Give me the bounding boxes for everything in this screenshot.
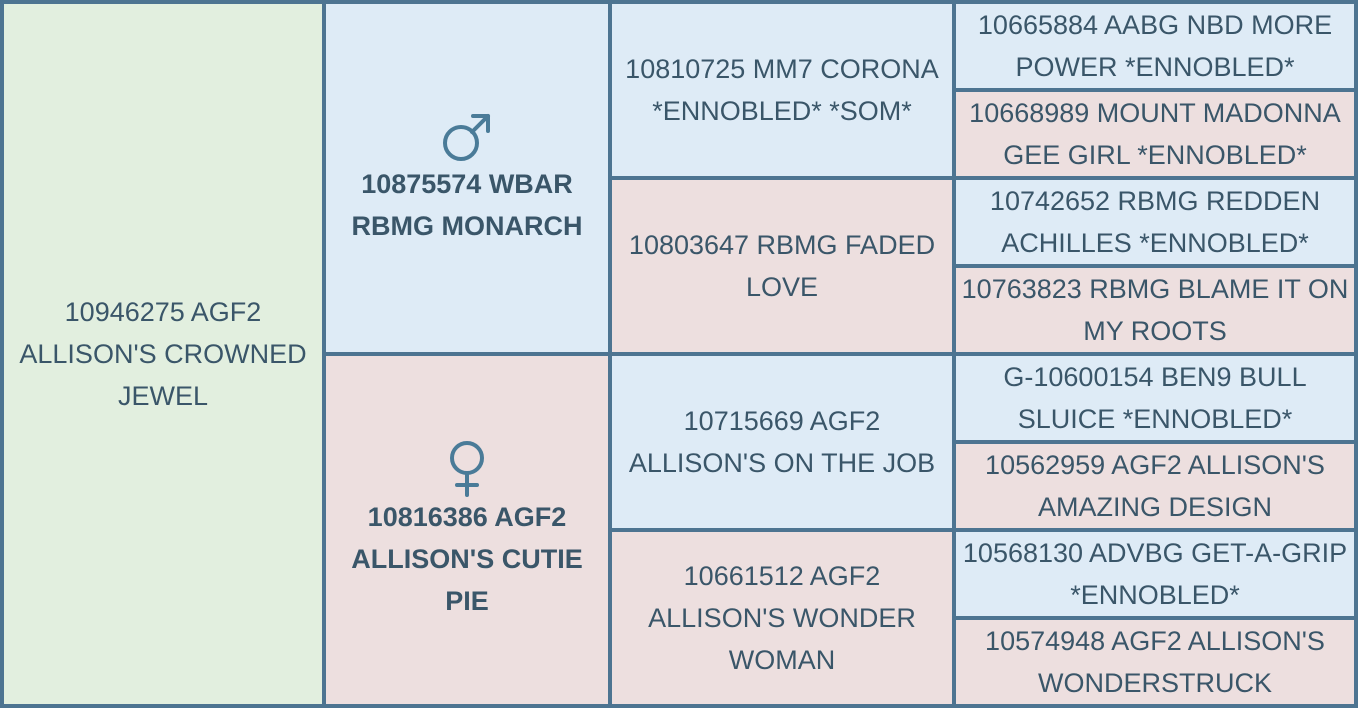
- great-grandparent-1: 10665884 AABG NBD MORE POWER *ENNOBLED*: [956, 4, 1354, 88]
- great-grandparent-1-name: 10665884 AABG NBD MORE POWER *ENNOBLED*: [977, 10, 1333, 82]
- dam-name: 10816386 AGF2 ALLISON'S CUTIE PIE: [351, 502, 583, 616]
- maternal-grandsire: 10715669 AGF2 ALLISON'S ON THE JOB: [612, 356, 952, 528]
- great-grandparent-3-name: 10742652 RBMG REDDEN ACHILLES *ENNOBLED*: [989, 186, 1321, 258]
- paternal-grandsire-name: 10810725 MM7 CORONA *ENNOBLED* *SOM*: [625, 54, 939, 126]
- sire-name: 10875574 WBAR RBMG MONARCH: [351, 169, 583, 241]
- great-grandparent-5: G-10600154 BEN9 BULL SLUICE *ENNOBLED*: [956, 356, 1354, 440]
- great-grandparent-8: 10574948 AGF2 ALLISON'S WONDERSTRUCK: [956, 620, 1354, 704]
- great-grandparent-8-name: 10574948 AGF2 ALLISON'S WONDERSTRUCK: [985, 626, 1325, 698]
- great-grandparent-4: 10763823 RBMG BLAME IT ON MY ROOTS: [956, 268, 1354, 352]
- great-grandparent-2-name: 10668989 MOUNT MADONNA GEE GIRL *ENNOBLE…: [969, 98, 1341, 170]
- maternal-granddam-name: 10661512 AGF2 ALLISON'S WONDER WOMAN: [648, 561, 916, 675]
- subject-goat-name: 10946275 AGF2 ALLISON'S CROWNED JEWEL: [19, 297, 307, 411]
- great-grandparent-6: 10562959 AGF2 ALLISON'S AMAZING DESIGN: [956, 444, 1354, 528]
- paternal-granddam-name: 10803647 RBMG FADED LOVE: [628, 230, 936, 302]
- maternal-granddam: 10661512 AGF2 ALLISON'S WONDER WOMAN: [612, 532, 952, 704]
- great-grandparent-6-name: 10562959 AGF2 ALLISON'S AMAZING DESIGN: [985, 450, 1325, 522]
- paternal-grandsire: 10810725 MM7 CORONA *ENNOBLED* *SOM*: [612, 4, 952, 176]
- paternal-granddam: 10803647 RBMG FADED LOVE: [612, 180, 952, 352]
- great-grandparent-4-name: 10763823 RBMG BLAME IT ON MY ROOTS: [961, 274, 1349, 346]
- great-grandparent-2: 10668989 MOUNT MADONNA GEE GIRL *ENNOBLE…: [956, 92, 1354, 176]
- male-symbol-icon: [439, 109, 495, 165]
- subject-goat: 10946275 AGF2 ALLISON'S CROWNED JEWEL: [4, 4, 322, 704]
- great-grandparent-5-name: G-10600154 BEN9 BULL SLUICE *ENNOBLED*: [1003, 362, 1307, 434]
- great-grandparent-7-name: 10568130 ADVBG GET-A-GRIP *ENNOBLED*: [962, 538, 1348, 610]
- great-grandparent-7: 10568130 ADVBG GET-A-GRIP *ENNOBLED*: [956, 532, 1354, 616]
- great-grandparent-3: 10742652 RBMG REDDEN ACHILLES *ENNOBLED*: [956, 180, 1354, 264]
- maternal-grandsire-name: 10715669 AGF2 ALLISON'S ON THE JOB: [628, 406, 936, 478]
- female-symbol-icon: [443, 438, 491, 498]
- dam: 10816386 AGF2 ALLISON'S CUTIE PIE: [326, 356, 608, 704]
- sire: 10875574 WBAR RBMG MONARCH: [326, 4, 608, 352]
